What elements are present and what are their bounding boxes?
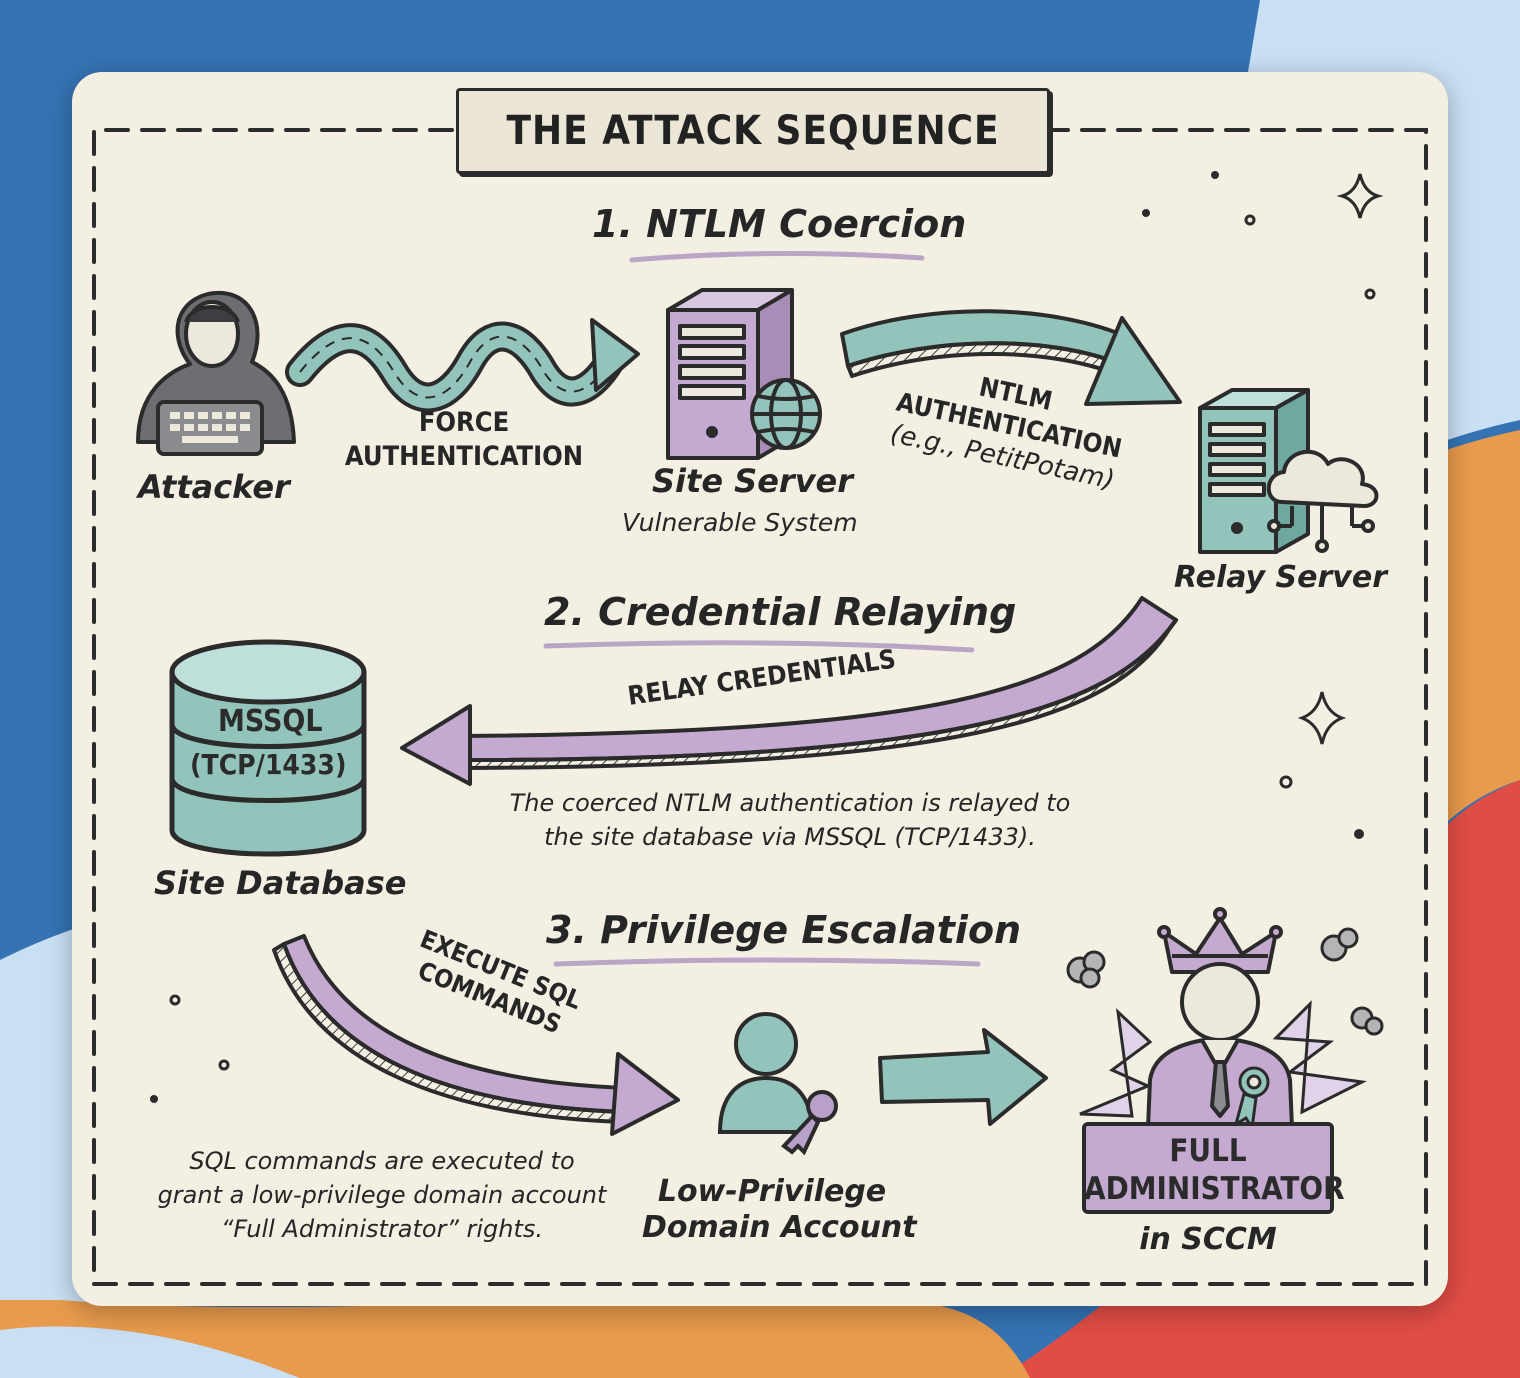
relay-note-line1: The coerced NTLM authentication is relay… — [509, 789, 1071, 817]
dashed-frame — [92, 128, 1428, 1286]
step-1-heading: 1. NTLM Coercion — [592, 202, 967, 246]
crown-icon — [1157, 907, 1283, 974]
force-authentication-arrow — [285, 318, 640, 413]
database-cylinder-icon — [169, 639, 367, 857]
relay-note-line2: the site database via MSSQL (TCP/1433). — [544, 823, 1036, 851]
force-auth-line1: FORCE — [418, 407, 510, 438]
puff-icon — [1066, 927, 1384, 1036]
database-port-label: (TCP/1433) — [190, 748, 347, 781]
cloud-network-icon — [1266, 449, 1379, 553]
execute-sql-arrow — [272, 934, 680, 1136]
low-privilege-line1: Low-Privilege — [657, 1174, 887, 1209]
sql-note-line1: SQL commands are executed to — [189, 1147, 575, 1175]
page-title: THE ATTACK SEQUENCE — [506, 108, 1000, 154]
step-2-heading: 2. Credential Relaying — [544, 590, 1017, 634]
sparkle-icon — [1297, 173, 1384, 745]
force-auth-line2: AUTHENTICATION — [344, 441, 584, 472]
admin-figure — [1146, 962, 1294, 1130]
sql-note-line2: grant a low-privilege domain account — [157, 1181, 607, 1209]
admin-sccm-label: in SCCM — [1139, 1222, 1277, 1257]
admin-badge-text: FULL ADMINISTRATOR — [1084, 1132, 1345, 1208]
escalation-arrow — [878, 1028, 1048, 1126]
admin-line2: ADMINISTRATOR — [1084, 1171, 1345, 1207]
step-3-heading: 3. Privilege Escalation — [546, 908, 1022, 952]
server-tower-icon — [666, 288, 794, 460]
hooded-attacker-icon — [136, 290, 296, 456]
site-server-label: Site Server — [652, 462, 854, 500]
relay-credentials-arrow — [400, 596, 1178, 786]
server-tower-icon — [1198, 388, 1310, 554]
title-box: THE ATTACK SEQUENCE — [456, 88, 1050, 174]
key-icon — [781, 1090, 838, 1156]
admin-line1: FULL — [1169, 1133, 1247, 1169]
globe-icon — [750, 378, 822, 450]
site-database-label: Site Database — [154, 864, 407, 902]
sql-note: SQL commands are executed to grant a low… — [132, 1144, 632, 1246]
low-privilege-line2: Domain Account — [642, 1210, 917, 1245]
rosette-icon — [1233, 1066, 1270, 1133]
user-icon — [717, 1012, 815, 1134]
relay-note: The coerced NTLM authentication is relay… — [470, 786, 1110, 854]
attacker-label: Attacker — [138, 468, 290, 506]
low-privilege-label: Low-Privilege Domain Account — [642, 1174, 917, 1246]
relay-server-label: Relay Server — [1174, 560, 1388, 595]
ntlm-authentication-arrow — [840, 309, 1182, 406]
diagram-card: THE ATTACK SEQUENCE 1. NTLM Coercion 2. … — [72, 72, 1448, 1306]
force-auth-label: FORCE AUTHENTICATION — [338, 406, 590, 474]
sql-note-line3: “Full Administrator” rights. — [220, 1215, 544, 1243]
diagram-artwork — [92, 128, 1428, 1286]
admin-badge — [1082, 1122, 1334, 1214]
site-server-sublabel: Vulnerable System — [622, 508, 858, 537]
database-label: MSSQL — [218, 704, 323, 739]
